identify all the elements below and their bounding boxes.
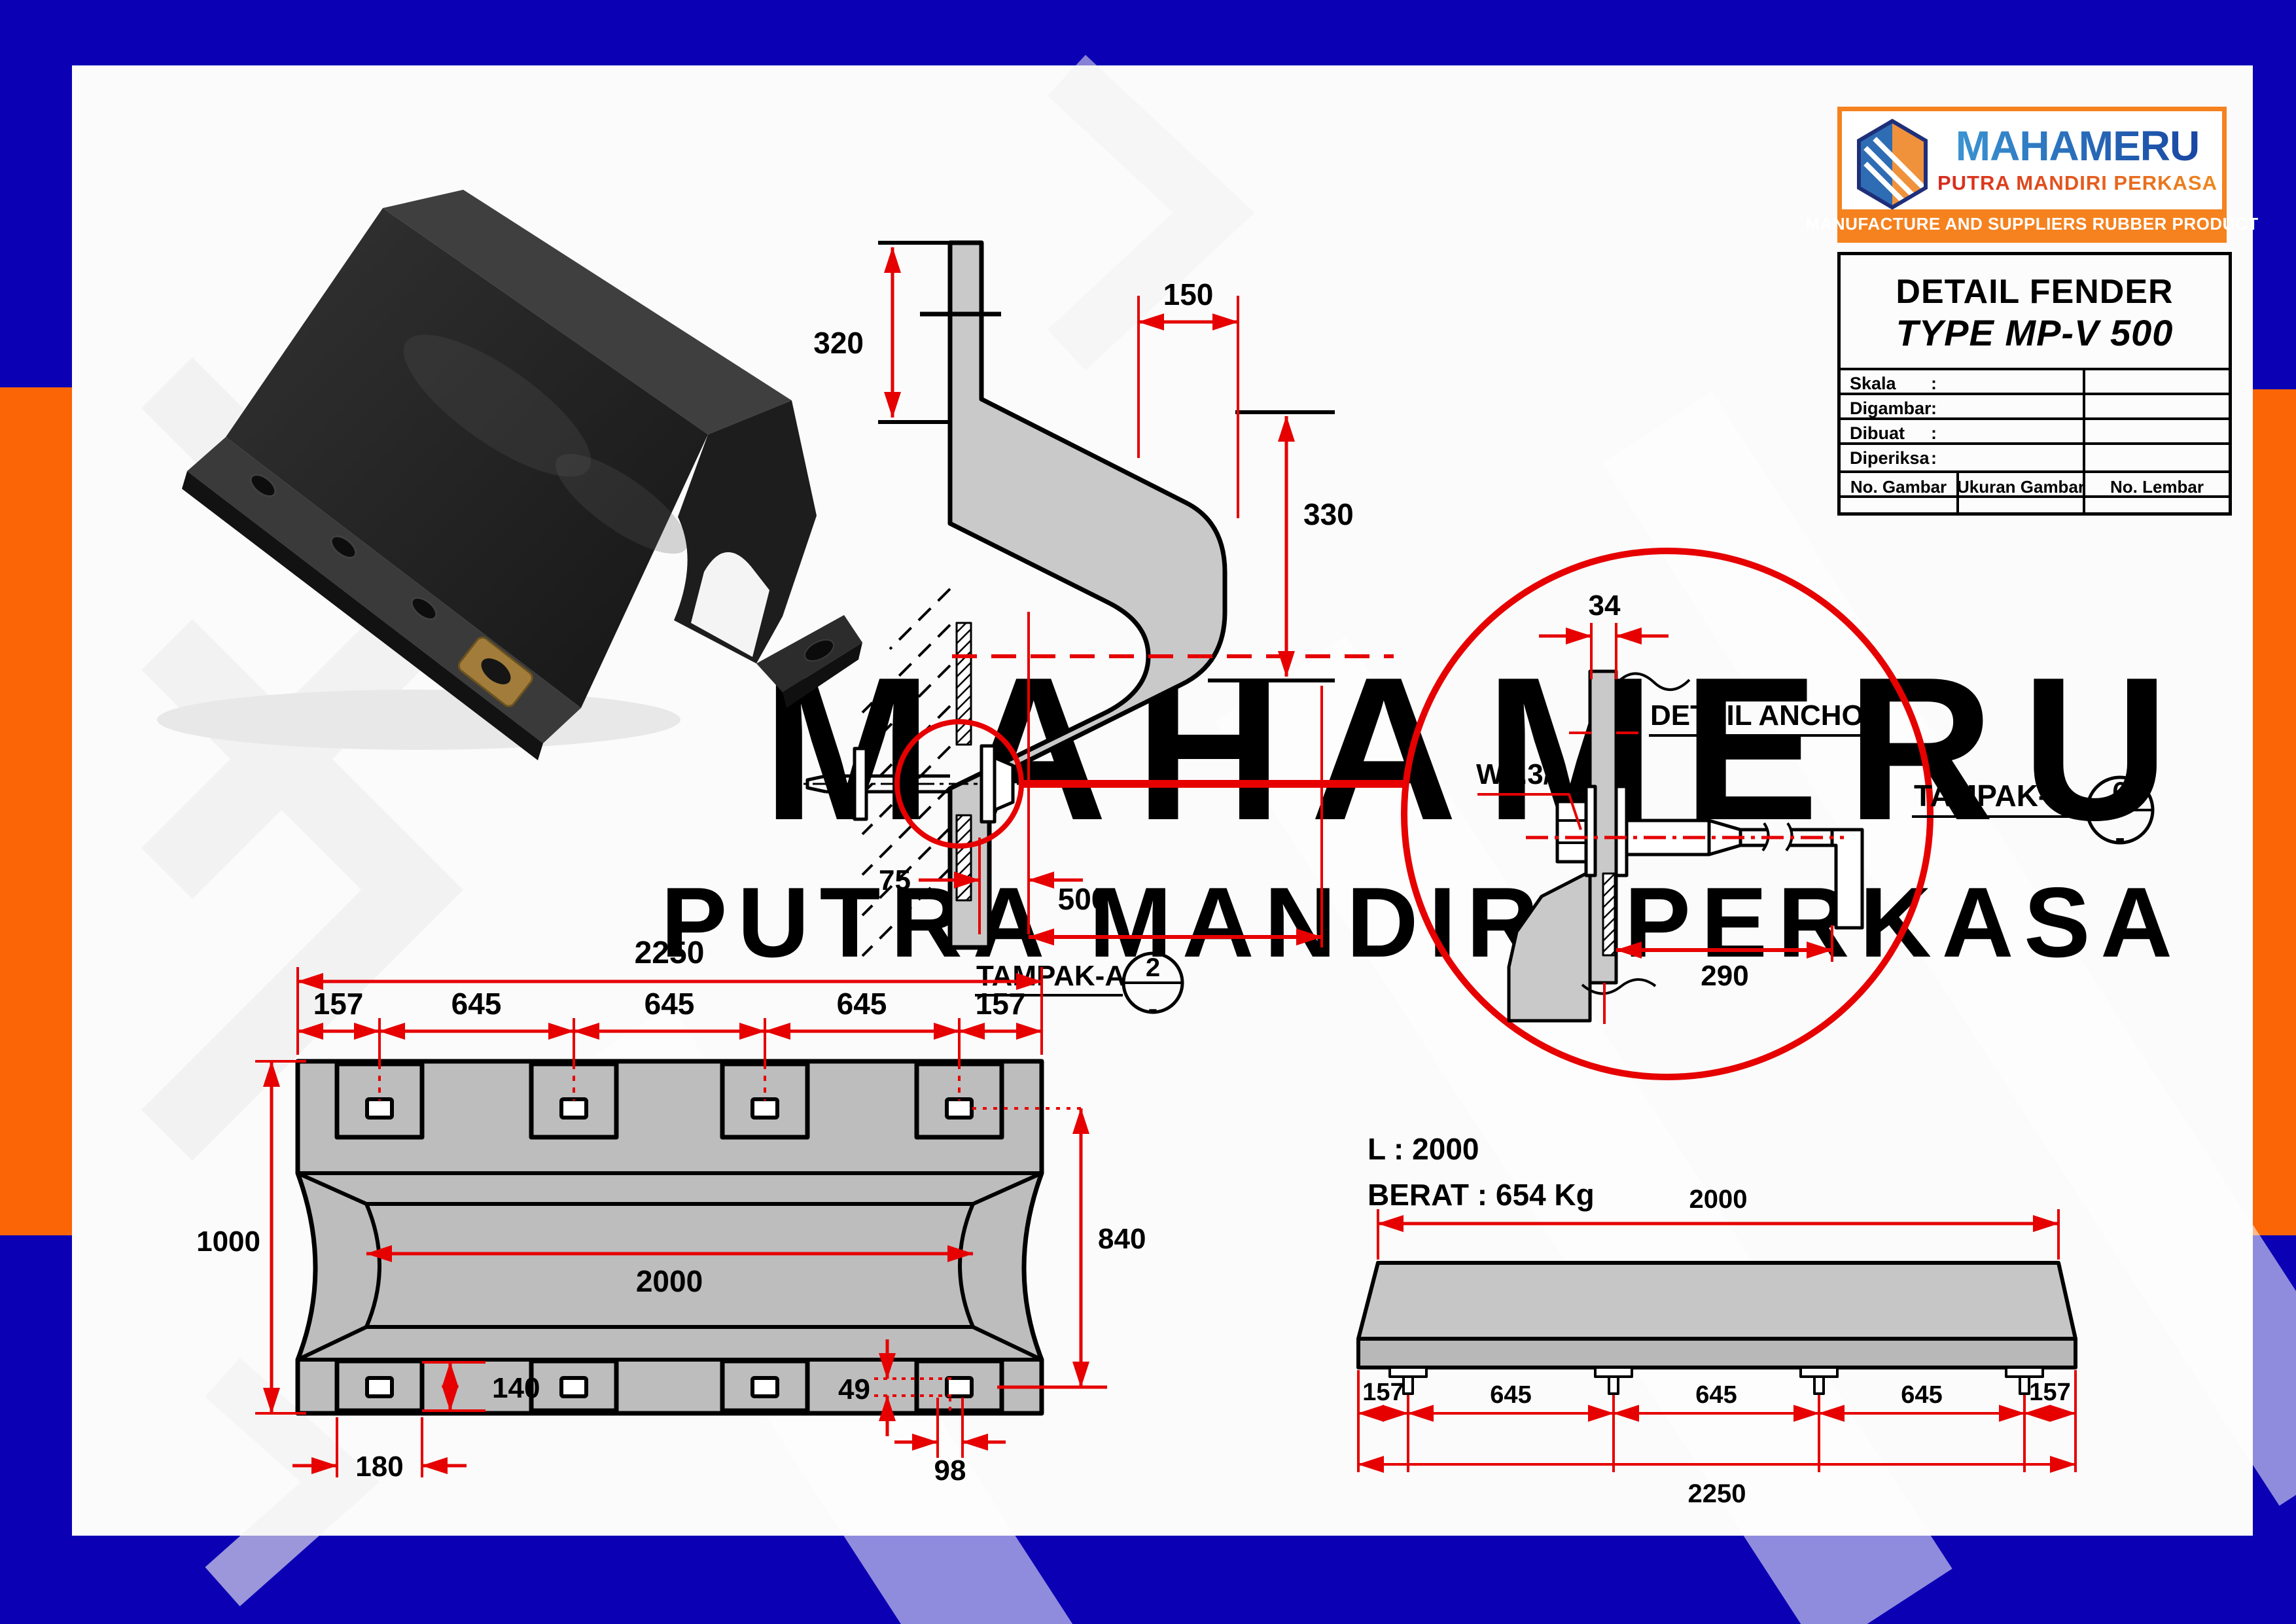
dim-330: 330: [1303, 497, 1354, 531]
column-header-ukuran-gambar: Ukuran Gambar: [1956, 470, 2085, 497]
dim-500: 500: [1058, 882, 1108, 916]
column-divider: [2083, 368, 2085, 470]
dim-157: 157: [313, 987, 364, 1021]
dim-157: 157: [1362, 1379, 1404, 1406]
dim-290: 290: [1701, 960, 1748, 992]
flange-bolt-hole: [249, 473, 277, 498]
drawing-title-area: DETAIL FENDER TYPE MP-V 500: [1841, 255, 2229, 368]
fender-side-body: [1356, 1261, 2077, 1341]
dim-840: 840: [1098, 1223, 1146, 1255]
field-label: Diperiksa: [1850, 448, 1930, 468]
dim-140: 140: [492, 1372, 540, 1404]
dim-645: 645: [1490, 1381, 1531, 1409]
left-orange-stripe: [0, 387, 72, 1235]
drawing-title: DETAIL FENDER: [1896, 273, 2174, 311]
view-label-tampak-d: TAMPAK-D 6 -: [1912, 775, 2155, 855]
j-bolt-hook: [1830, 828, 1864, 930]
dim-75: 75: [879, 864, 911, 896]
light-streaks: [550, 391, 2296, 1624]
column-divider: [1956, 470, 1959, 512]
column-divider: [2083, 470, 2085, 512]
fender-front-face: [226, 208, 708, 708]
title-block: DETAIL FENDER TYPE MP-V 500 Skala : Diga…: [1837, 252, 2232, 516]
dim-320: 320: [813, 326, 864, 360]
dim-645: 645: [1695, 1381, 1737, 1409]
side-view: L : 2000 BERAT : 654 Kg 2000 157 645 645…: [1356, 1132, 2077, 1508]
break-line: [1615, 672, 1691, 692]
fender-flange-section: [1507, 870, 1592, 1023]
bolt-holes: [365, 1097, 974, 1398]
field-row-dibuat: Dibuat :: [1841, 417, 2229, 445]
plan-view: 2250 157 645 645 645 157 1000 2000 840 1…: [196, 936, 1146, 1487]
anchor-bolt-detail: [1555, 785, 1864, 930]
logo-banner: MANUFACTURE AND SUPPLIERS RUBBER PRODUCT: [1805, 209, 2258, 238]
dim-49: 49: [838, 1373, 870, 1405]
fender-arch-opening: [691, 552, 769, 657]
right-orange-stripe: [2253, 389, 2296, 1235]
dim-2250: 2250: [1688, 1479, 1746, 1508]
flange-bolt-hole: [330, 535, 357, 559]
drawing-subtitle: TYPE MP-V 500: [1896, 312, 2174, 353]
side-anchor-bolts: [1388, 1366, 2044, 1395]
fender-product-photo: [157, 190, 862, 760]
dim-150: 150: [1163, 277, 1214, 311]
dim-645: 645: [451, 987, 502, 1021]
column-header-no-gambar: No. Gambar: [1841, 470, 1956, 497]
cross-section-view: 320 150 330 75 500 TAMPAK-A 2 -: [779, 240, 1408, 1025]
dim-645: 645: [837, 987, 887, 1021]
dim-2000: 2000: [636, 1264, 703, 1298]
weight-label: BERAT : 654 Kg: [1368, 1178, 1595, 1212]
dim-157: 157: [976, 987, 1026, 1021]
break-line: [1581, 978, 1657, 995]
svg-text:2: 2: [1146, 953, 1160, 982]
svg-text:-: -: [2115, 821, 2125, 855]
logo-company-name: MAHAMERU: [1934, 122, 2221, 170]
detail-anchor-title: DETAIL ANCHOR: [1650, 699, 1885, 732]
detail-anchor-view: 34 DETAIL ANCHOR W1.3/4 290 TAMPAK-D 6 -: [1401, 548, 2155, 1080]
svg-text:-: -: [1148, 993, 1158, 1025]
field-row-diperiksa: Diperiksa :: [1841, 442, 2229, 470]
watermark-chevron-icon: [1048, 54, 1255, 371]
field-label: Digambar: [1850, 398, 1932, 418]
field-label: Dibuat: [1850, 423, 1905, 443]
length-label: L : 2000: [1368, 1132, 1479, 1166]
dim-645: 645: [1901, 1381, 1942, 1409]
dim-157: 157: [2029, 1379, 2070, 1406]
fender-top-face: [383, 190, 792, 434]
thread-spec: W1.3/4: [1476, 758, 1568, 790]
company-logo-hexagon-icon: [1857, 118, 1928, 210]
empty-value-row: [1841, 495, 2229, 515]
dim-2000: 2000: [1689, 1185, 1748, 1214]
dim-34: 34: [1589, 590, 1621, 622]
detail-circle: [1401, 548, 1934, 1080]
dim-645: 645: [645, 987, 695, 1021]
hex-nut: [1555, 800, 1588, 864]
fender-profile: [947, 240, 1227, 950]
svg-text:6: 6: [2112, 776, 2127, 807]
field-label: Skala: [1850, 374, 1896, 393]
dim-98: 98: [934, 1455, 966, 1487]
dim-180: 180: [355, 1451, 403, 1483]
logo-area: MAHAMERU PUTRA MANDIRI PERKASA: [1842, 111, 2222, 210]
company-logo-box: MAHAMERU PUTRA MANDIRI PERKASA MANUFACTU…: [1805, 107, 2258, 243]
column-header-no-lembar: No. Lembar: [2085, 470, 2229, 497]
field-row-skala: Skala :: [1841, 368, 2229, 395]
dim-2250: 2250: [635, 936, 705, 970]
flange-brass-washer: [457, 636, 533, 707]
dim-1000: 1000: [196, 1226, 260, 1258]
field-row-digambar: Digambar :: [1841, 393, 2229, 420]
svg-text:TAMPAK-D: TAMPAK-D: [1914, 779, 2070, 813]
logo-tagline: PUTRA MANDIRI PERKASA: [1934, 171, 2221, 195]
detail-callout-circle: [894, 719, 1024, 849]
flange-bolt-hole: [410, 596, 438, 621]
